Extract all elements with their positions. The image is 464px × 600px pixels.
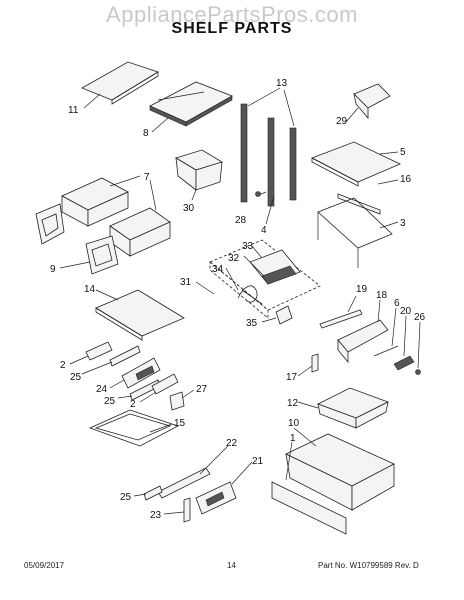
footer-part-number: Part No. W10799589 Rev. D: [318, 561, 419, 570]
part-5-shelf-glass: [311, 141, 401, 187]
part-30-container: [175, 149, 223, 201]
callout-26: 26: [414, 312, 426, 323]
part-2-bracket: [69, 341, 113, 365]
callout-20: 20: [400, 306, 412, 317]
part-23-pin: [163, 497, 191, 523]
callout-11: 11: [68, 105, 79, 116]
callout-10: 10: [288, 418, 300, 429]
footer-date: 05/09/2017: [24, 561, 65, 570]
part-13-shelf-rails: [240, 87, 297, 207]
callout-13: 13: [276, 78, 288, 89]
part-12-tray: [297, 387, 390, 429]
callout-15: 15: [174, 418, 186, 429]
part-9-door-frame: [35, 203, 119, 275]
part-28-screw: [255, 191, 267, 197]
footer-page-number: 14: [227, 561, 236, 570]
callout-31: 31: [180, 277, 192, 288]
part-31-assembly-group: [195, 239, 321, 319]
part-20-light-cover: [393, 315, 415, 371]
callout-34: 34: [212, 264, 224, 275]
part-19-rail: [319, 295, 363, 329]
callout-14: 14: [84, 284, 96, 295]
part-35-clip: [261, 305, 293, 325]
callout-35: 35: [246, 318, 258, 329]
callout-21: 21: [252, 456, 264, 467]
part-17-pin: [297, 353, 319, 377]
callout-6: 6: [394, 298, 400, 309]
callout-9: 9: [50, 264, 56, 275]
callout-18: 18: [376, 290, 388, 301]
part-27-cap: [169, 389, 195, 411]
callout-7: 7: [144, 172, 150, 183]
callout-4: 4: [261, 225, 267, 236]
part-18-bracket: [337, 299, 389, 364]
part-15-drawer-frame: [88, 409, 180, 447]
part-32-hinge: [243, 255, 297, 285]
callout-24: 24: [96, 384, 108, 395]
callout-30: 30: [183, 203, 195, 214]
part-14-glass-shelf: [95, 289, 185, 341]
part-2-bracket-b: [139, 373, 179, 403]
part-34-spring: [225, 267, 263, 305]
part-29-bin: [345, 83, 391, 123]
callout-25-middle: 25: [104, 396, 116, 407]
part-4-rail: [265, 195, 275, 225]
callout-5: 5: [400, 147, 406, 158]
part-22-slide: [157, 445, 229, 499]
part-1-drawer-front: [271, 441, 347, 535]
callout-33: 33: [242, 241, 254, 252]
part-24-hinge: [109, 357, 161, 389]
watermark: AppliancePartsPros.com: [106, 2, 358, 27]
callout-28: 28: [235, 215, 247, 226]
callout-16: 16: [400, 174, 412, 185]
part-6-bar: [373, 307, 399, 357]
callout-23: 23: [150, 510, 162, 521]
callout-19: 19: [356, 284, 368, 295]
page-title: SHELF PARTS: [171, 20, 293, 37]
callout-27: 27: [196, 384, 208, 395]
part-25-bracket-c: [133, 485, 163, 501]
part-7-crisper-drawer: [61, 175, 171, 257]
callout-29: 29: [336, 116, 348, 127]
part-21-bracket: [195, 461, 253, 515]
part-11-shelf-glass: [81, 61, 159, 109]
part-3-shelf-frame: [317, 197, 399, 268]
part-16-bracket: [337, 179, 399, 215]
callout-17: 17: [286, 372, 298, 383]
callout-2-upper: 2: [60, 360, 66, 371]
callout-12: 12: [287, 398, 299, 409]
callout-25-upper: 25: [70, 372, 82, 383]
part-25-bracket: [81, 345, 141, 375]
callout-1: 1: [290, 433, 296, 444]
part-10-crisper-drawer: [285, 427, 395, 511]
callout-8: 8: [143, 128, 149, 139]
part-26-screw: [415, 321, 421, 375]
callout-3: 3: [400, 218, 406, 229]
part-8-framed-shelf: [149, 81, 233, 133]
callout-32: 32: [228, 253, 240, 264]
callout-2-lower: 2: [130, 399, 136, 410]
callout-25-lower: 25: [120, 492, 132, 503]
callout-22: 22: [226, 438, 238, 449]
